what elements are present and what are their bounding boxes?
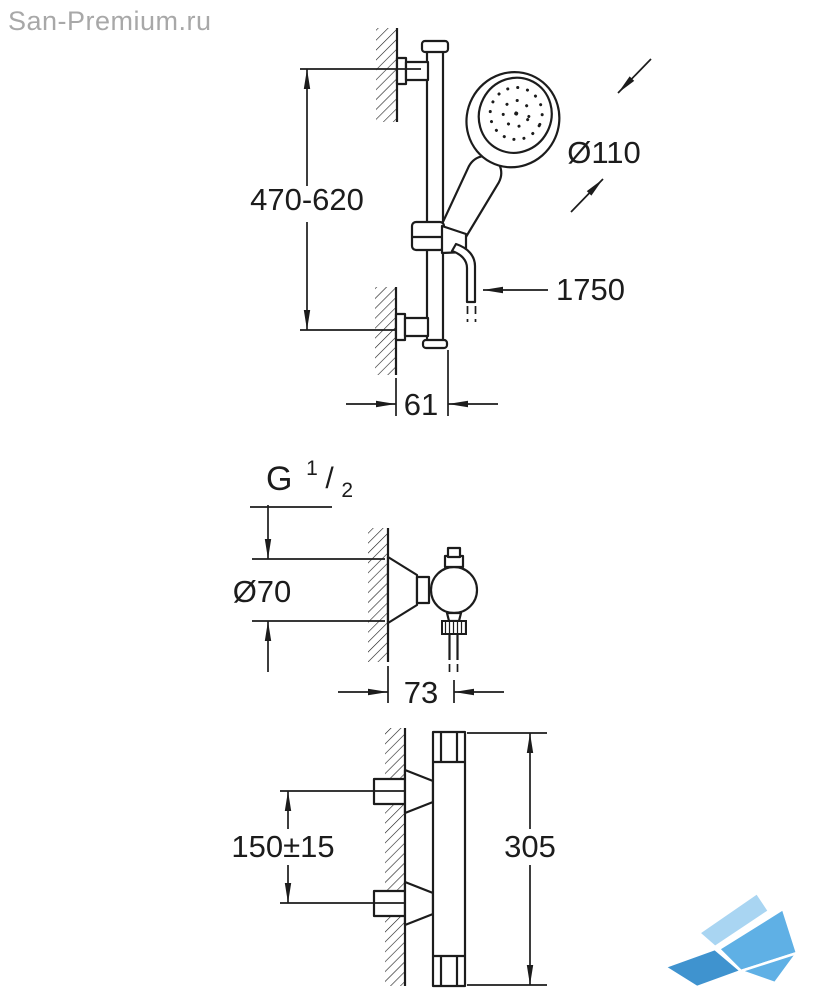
spray-nozzles-inner: [501, 99, 531, 129]
wall-hatch-bottom: [375, 287, 396, 375]
spray-nozzles-outer: [488, 86, 544, 142]
hand-shower: [436, 71, 561, 248]
hand-shower-face: [477, 76, 553, 154]
escutcheon-front-top: [403, 768, 435, 815]
rail-top-bracket: [404, 60, 430, 82]
thread-size-label: G 1 / 2: [266, 447, 353, 502]
escutcheon-side: [386, 555, 419, 625]
wall-hatch-top: [376, 28, 397, 122]
rail-top-wall-plate: [395, 56, 408, 86]
wall-hatch-front: [385, 728, 405, 986]
dim-wall-offset: 61: [404, 387, 438, 422]
dim-height-range: 470-620: [250, 182, 364, 217]
dim-line-head-upper: [617, 58, 652, 94]
dim-line-head-lower: [570, 178, 604, 213]
thread-letter: G: [266, 460, 292, 498]
thread-numerator: 1: [306, 457, 318, 480]
escutcheon-front-bottom: [403, 880, 435, 927]
watermark-text: San-Premium.ru: [8, 6, 212, 36]
dim-escutcheon-diameter: Ø70: [233, 574, 292, 609]
mixer-side-view: G 1 / 2 Ø70 73: [233, 447, 504, 710]
dim-connection-distance: 150±15: [231, 829, 334, 864]
rail-bottom-cap: [421, 338, 449, 350]
escutcheon-neck: [415, 575, 431, 605]
logo-tail: [739, 951, 799, 985]
rail-bottom-bracket: [403, 316, 430, 338]
outlet-cone: [445, 611, 463, 623]
mixer-front-view: 150±15 305: [231, 728, 556, 988]
logo-upper-wing: [697, 891, 771, 949]
mixer-body-front: [431, 730, 467, 988]
dim-head-diameter: Ø110: [567, 135, 641, 170]
shower-hose: [450, 242, 477, 304]
hose-side: [448, 634, 459, 660]
shower-rail-tube: [425, 48, 445, 344]
thread-denominator: 2: [341, 479, 353, 502]
shower-rail-set-view: 470-620 Ø110 1750 61: [250, 28, 652, 422]
rail-top-cap: [420, 39, 450, 54]
dim-overall-width: 305: [504, 829, 556, 864]
wall-hatch-side: [368, 528, 388, 662]
hose-nut: [441, 620, 467, 635]
dim-hose-length: 1750: [556, 272, 625, 307]
temp-handle-top: [446, 546, 462, 559]
valve-body-side: [429, 565, 479, 615]
thread-slash: /: [325, 462, 334, 495]
brand-logo-icon: [663, 891, 799, 989]
dim-side-wall-offset: 73: [404, 675, 438, 710]
rail-bottom-wall-plate: [394, 312, 407, 342]
spray-nozzle-center: [514, 111, 519, 116]
